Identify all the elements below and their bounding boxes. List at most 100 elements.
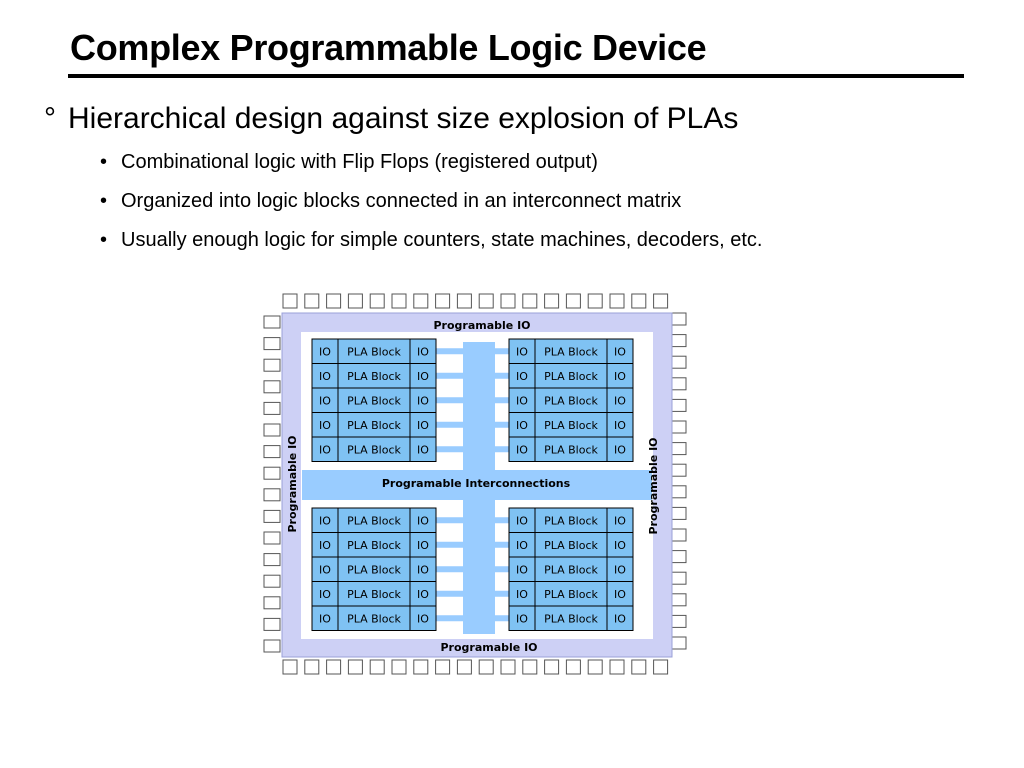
- package-pin: [263, 596, 281, 610]
- io-cell: [409, 507, 437, 533]
- io-cell: [508, 436, 536, 462]
- pla-block-label: PLA Block: [347, 419, 401, 432]
- package-pin: [263, 553, 281, 567]
- interconnect-link: [436, 372, 463, 379]
- package-pin: [500, 659, 516, 675]
- package-pin: [263, 445, 281, 459]
- pla-block-label: PLA Block: [347, 563, 401, 576]
- io-cell: [606, 363, 634, 389]
- package-pin: [263, 488, 281, 502]
- io-cell-label: IO: [417, 539, 429, 552]
- pla-block-label: PLA Block: [347, 443, 401, 456]
- package-pin: [544, 293, 560, 309]
- pla-block-label: PLA Block: [544, 514, 598, 527]
- package-pin: [347, 293, 363, 309]
- io-cell-label: IO: [516, 419, 528, 432]
- package-pin: [347, 659, 363, 675]
- io-cell: [606, 556, 634, 582]
- io-cell: [606, 507, 634, 533]
- main-bullet-marker: °: [44, 102, 56, 135]
- io-cell-label: IO: [319, 419, 331, 432]
- io-cell: [311, 556, 339, 582]
- package-pin: [263, 531, 281, 545]
- package-pin: [326, 659, 342, 675]
- pla-block: [534, 556, 608, 582]
- sub-bullet-text: Organized into logic blocks connected in…: [121, 190, 682, 212]
- io-cell-label: IO: [614, 588, 626, 601]
- pla-block: [534, 507, 608, 533]
- interconnect-link: [436, 348, 463, 355]
- pla-block: [534, 436, 608, 462]
- io-cell: [606, 412, 634, 438]
- package-pin: [544, 659, 560, 675]
- package-pin: [263, 617, 281, 631]
- pla-block-label: PLA Block: [544, 345, 598, 358]
- bottom-io-label: Programable IO: [440, 641, 537, 654]
- io-cell: [409, 387, 437, 413]
- io-cell-label: IO: [516, 345, 528, 358]
- pla-block: [337, 436, 411, 462]
- io-cell-label: IO: [417, 563, 429, 576]
- pla-block-label: PLA Block: [347, 588, 401, 601]
- io-cell-label: IO: [614, 563, 626, 576]
- package-pin: [282, 293, 298, 309]
- title-underline: [68, 74, 964, 78]
- io-cell-label: IO: [614, 345, 626, 358]
- slide-title: Complex Programmable Logic Device: [70, 27, 707, 68]
- pla-block: [337, 605, 411, 631]
- io-cell-label: IO: [319, 612, 331, 625]
- io-cell: [606, 387, 634, 413]
- io-cell: [606, 605, 634, 631]
- sub-bullet-list: •Combinational logic with Flip Flops (re…: [100, 150, 762, 267]
- package-pin: [391, 659, 407, 675]
- io-cell-label: IO: [319, 539, 331, 552]
- package-pin: [263, 466, 281, 480]
- package-pin: [263, 574, 281, 588]
- package-pin: [263, 358, 281, 372]
- package-pin: [413, 659, 429, 675]
- io-cell-label: IO: [319, 443, 331, 456]
- io-cell-label: IO: [614, 612, 626, 625]
- package-pin: [653, 293, 669, 309]
- interconnect-horizontal-bus: [302, 470, 652, 500]
- pla-block-label: PLA Block: [347, 370, 401, 383]
- io-cell: [311, 581, 339, 607]
- pla-block: [337, 412, 411, 438]
- io-cell: [409, 436, 437, 462]
- package-pin: [263, 315, 281, 329]
- interconnect-link: [436, 421, 463, 428]
- interconnect-label: Programable Interconnections: [382, 477, 571, 490]
- pla-block-label: PLA Block: [544, 370, 598, 383]
- package-pin: [304, 293, 320, 309]
- pla-block-label: PLA Block: [347, 394, 401, 407]
- pla-block-label: PLA Block: [544, 443, 598, 456]
- io-cell: [409, 532, 437, 558]
- package-pin: [263, 423, 281, 437]
- package-pin: [282, 659, 298, 675]
- pla-block: [337, 507, 411, 533]
- main-bullet: °Hierarchical design against size explos…: [44, 100, 738, 138]
- package-pin: [435, 293, 451, 309]
- io-cell-label: IO: [614, 419, 626, 432]
- package-pin: [587, 659, 603, 675]
- io-cell-label: IO: [516, 443, 528, 456]
- pla-block-label: PLA Block: [347, 345, 401, 358]
- io-cell-label: IO: [417, 612, 429, 625]
- io-cell: [508, 605, 536, 631]
- io-cell-label: IO: [319, 394, 331, 407]
- io-cell-label: IO: [417, 419, 429, 432]
- io-cell-label: IO: [516, 370, 528, 383]
- interconnect-link: [436, 446, 463, 453]
- io-cell-label: IO: [614, 514, 626, 527]
- right-io-label: Programable IO: [647, 437, 660, 534]
- package-pin: [609, 293, 625, 309]
- pla-block-label: PLA Block: [347, 514, 401, 527]
- io-cell: [311, 338, 339, 364]
- io-cell-label: IO: [417, 443, 429, 456]
- pla-block-label: PLA Block: [347, 612, 401, 625]
